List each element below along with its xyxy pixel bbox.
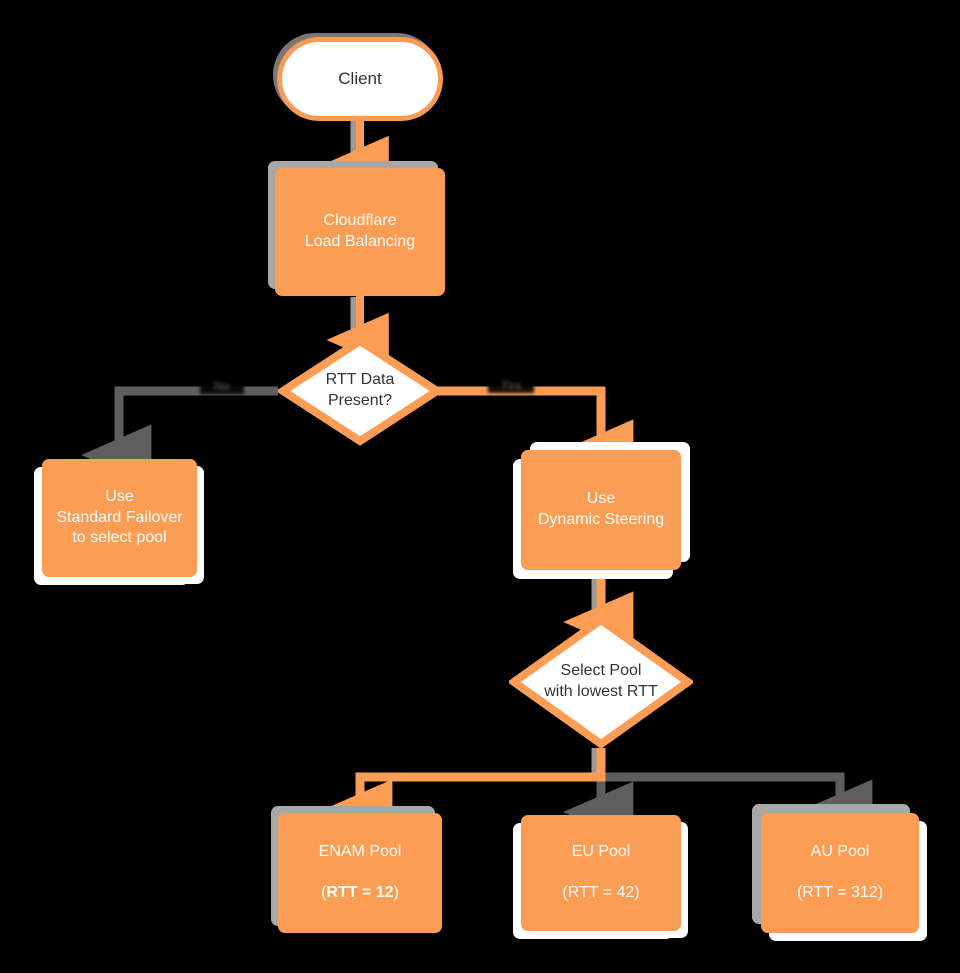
select-pool-diamond-shape [509,615,693,749]
node-eu-pool-label: EU Pool [571,842,631,860]
node-cloudflare-load-balancing-label: Cloudflare Load Balancing [304,212,416,250]
node-eu-pool-text: EU Pool (RTT = 42) [562,821,639,925]
node-au-pool-text: AU Pool (RTT = 312) [797,821,883,925]
node-standard-failover-label: Use Standard Failover to select pool [56,487,183,547]
node-enam-pool-label: ENAM Pool [318,842,402,860]
paren-open: ( [321,884,327,902]
node-standard-failover[interactable]: Use Standard Failover to select pool [42,459,197,577]
node-enam-pool[interactable]: ENAM Pool (RTT = 12) [278,813,442,933]
node-dynamic-steering-label: Use Dynamic Steering [537,490,665,528]
node-select-pool-lowest-rtt[interactable]: Select Pool with lowest RTT [509,615,693,749]
node-enam-pool-text: ENAM Pool (RTT = 12) [319,821,402,925]
edge-label-no: No [200,378,244,394]
node-au-pool-label: AU Pool [810,842,870,860]
node-client-label: Client [338,68,382,88]
node-select-pool-lowest-rtt-label: Select Pool with lowest RTT [544,662,658,700]
node-eu-pool[interactable]: EU Pool (RTT = 42) [521,815,681,931]
node-rtt-data-present-label: RTT Data Present? [325,371,395,409]
node-rtt-data-present[interactable]: RTT Data Present? [278,336,442,446]
paren-close: ) [393,884,399,902]
edge-selectpool-to-enam [322,748,606,841]
rtt-diamond-shape [278,336,442,446]
node-enam-pool-rtt-value: RTT = 12 [326,884,394,902]
node-eu-pool-rtt: (RTT = 42) [562,884,640,902]
edge-rtt-yes-to-dynamic [437,386,634,481]
node-enam-pool-rtt: (RTT = 12) [319,883,402,904]
node-au-pool-rtt: (RTT = 312) [796,884,884,902]
edge-rtt-no-to-failover [81,386,278,486]
node-cloudflare-load-balancing[interactable]: Cloudflare Load Balancing [275,168,445,296]
node-au-pool[interactable]: AU Pool (RTT = 312) [761,813,919,933]
node-dynamic-steering[interactable]: Use Dynamic Steering [521,450,681,570]
node-client[interactable]: Client [277,37,443,121]
edge-selectpool-to-au [601,772,873,841]
edge-label-yes: Yes [488,377,534,393]
